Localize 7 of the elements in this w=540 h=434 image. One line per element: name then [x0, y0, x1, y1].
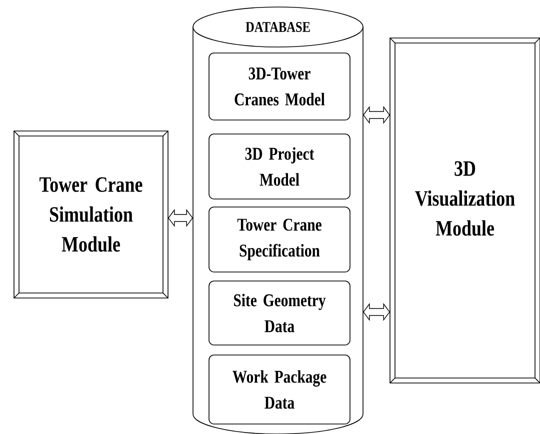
- data-box: Tower Crane Specification: [208, 206, 350, 272]
- data-box: 3D Project Model: [208, 134, 350, 200]
- data-box: Work Package Data: [208, 354, 350, 424]
- module-box: 3D Visualization Module: [390, 38, 540, 384]
- data-box: Site Geometry Data: [208, 280, 350, 346]
- data-box: 3D-Tower Cranes Model: [208, 52, 350, 120]
- module-box: Tower Crane Simulation Module: [14, 130, 168, 298]
